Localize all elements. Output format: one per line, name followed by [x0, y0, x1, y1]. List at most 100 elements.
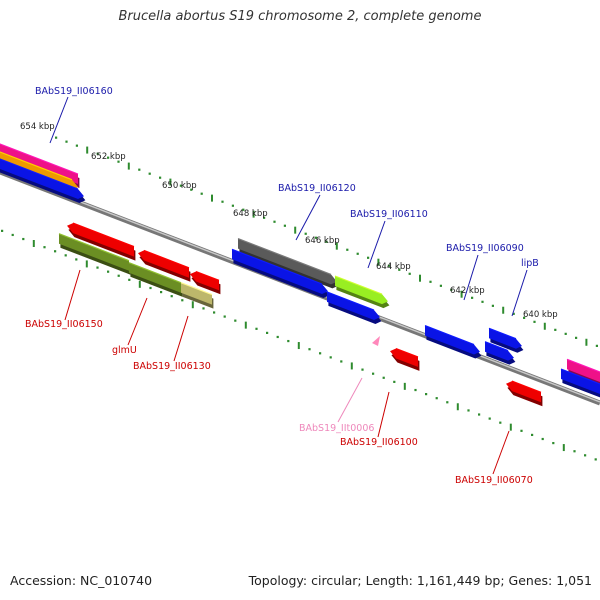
ruler-top-minor-tick — [439, 284, 442, 287]
ruler-top-minor-tick — [283, 224, 286, 227]
map-title: Brucella abortus S19 chromosome 2, compl… — [118, 9, 482, 24]
leader-line — [492, 430, 510, 475]
ruler-bottom-minor-tick — [234, 319, 237, 322]
leader-line — [49, 96, 69, 144]
ruler-bottom-minor-tick — [531, 433, 534, 437]
feature-blue-right — [560, 368, 600, 398]
ruler-label: 650 kbp — [162, 181, 197, 191]
ruler-top-minor-tick — [179, 184, 182, 187]
feature-blue-2 — [326, 291, 382, 324]
feature-gray — [237, 238, 339, 289]
ruler-top-minor-tick — [273, 220, 276, 223]
ruler-bottom-minor-tick — [266, 331, 269, 334]
ruler-top-minor-tick — [408, 272, 411, 275]
ruler-bottom-minor-tick — [478, 413, 481, 416]
ruler-top-minor-tick — [450, 288, 453, 291]
ruler-top-minor-tick — [512, 312, 515, 315]
ruler-top-minor-tick — [55, 136, 58, 139]
ruler-bottom-minor-tick — [223, 315, 226, 318]
gene-label: BAbS19_II06100 — [340, 437, 418, 448]
gene-label: BAbS19_II06090 — [446, 243, 524, 254]
feature-lime — [334, 275, 390, 309]
ruler-top-minor-tick — [481, 300, 484, 303]
ruler-bottom-minor-tick — [96, 266, 99, 269]
feature-blue-4 — [488, 327, 524, 353]
ruler-top-minor-tick — [564, 332, 567, 335]
leader-line — [295, 194, 321, 241]
tick-marks — [1, 136, 598, 461]
ruler-bottom-minor-tick — [213, 311, 216, 314]
leader-line — [511, 269, 528, 317]
ruler-top-minor-tick — [96, 152, 99, 155]
feature-blue-1 — [231, 248, 330, 298]
ruler-top-minor-tick — [523, 316, 526, 319]
feature-khaki — [180, 282, 214, 309]
feature-blue-3 — [424, 325, 482, 359]
ruler-bottom-minor-tick — [552, 441, 555, 445]
ruler-top-minor-tick — [356, 252, 359, 255]
ruler-top-minor-tick — [107, 156, 110, 159]
ruler-top-minor-tick — [398, 268, 401, 271]
ruler-top-minor-tick — [575, 336, 578, 339]
ruler-bottom-minor-tick — [340, 360, 343, 363]
ruler-label: 646 kbp — [305, 236, 340, 246]
ruler-bottom-minor-tick — [54, 250, 57, 253]
ruler-top-minor-tick — [491, 304, 494, 307]
ruler-bottom-minor-tick — [361, 368, 364, 371]
feature-magenta-right — [566, 358, 600, 386]
feature-trna-marker — [372, 336, 380, 346]
ruler-bottom-minor-tick — [329, 356, 332, 359]
ruler-label: 654 kbp — [20, 122, 55, 132]
leader-line — [337, 377, 363, 423]
label-leader-lines — [49, 96, 528, 475]
ruler-label: 652 kbp — [91, 152, 126, 162]
ruler-bottom-minor-tick — [425, 393, 428, 396]
ruler-bottom-minor-tick — [467, 409, 470, 412]
gene-label: BAbS19_II06160 — [35, 86, 113, 97]
ruler-bottom-minor-tick — [393, 380, 396, 383]
ruler-top-minor-tick — [346, 248, 349, 251]
feature-blue-left — [0, 158, 86, 203]
gene-label: BAbS19_II06130 — [133, 361, 211, 372]
leader-line — [377, 391, 390, 438]
ruler-bottom-minor-tick — [488, 417, 491, 420]
feature-olive-1 — [58, 233, 131, 275]
feature-red-3 — [190, 270, 221, 295]
ruler-top-minor-tick — [159, 176, 162, 179]
ruler-top-minor-tick — [117, 160, 120, 163]
gene-label: BAbS19_II06110 — [350, 209, 428, 220]
ruler-bottom-minor-tick — [1, 229, 4, 232]
gene-features — [0, 143, 600, 407]
ruler-bottom-minor-tick — [414, 388, 417, 392]
ruler-bottom-minor-tick — [107, 270, 110, 273]
gene-label: BAbS19_II06150 — [25, 319, 103, 330]
ruler-bottom-minor-tick — [22, 237, 25, 241]
feature-red-5 — [506, 380, 543, 407]
ruler-bottom-minor-tick — [594, 458, 597, 461]
feature-blue-5 — [484, 341, 516, 365]
leader-line — [367, 220, 386, 269]
gene-label: lipB — [521, 258, 539, 269]
ruler-top-minor-tick — [387, 264, 390, 267]
ruler-bottom-minor-tick — [117, 274, 120, 277]
ruler-bottom-minor-tick — [11, 233, 14, 237]
ruler-top-minor-tick — [65, 140, 68, 143]
feature-red-4 — [390, 347, 420, 371]
ruler-bottom-minor-tick — [160, 290, 163, 294]
ruler-bottom-minor-tick — [382, 376, 385, 379]
ruler-top-minor-tick — [304, 232, 307, 235]
ruler-top-minor-tick — [315, 236, 318, 239]
ruler-top-minor-tick — [190, 188, 193, 191]
ruler-top-minor-tick — [263, 216, 266, 219]
gene-labels: BAbS19_II06160BAbS19_II06120BAbS19_II061… — [25, 86, 539, 486]
ruler-bottom-minor-tick — [276, 335, 279, 339]
ruler-top-minor-tick — [554, 328, 557, 331]
ruler-bottom-minor-tick — [149, 286, 152, 290]
ruler-bottom-minor-tick — [128, 278, 131, 281]
ruler-bottom-minor-tick — [64, 254, 67, 257]
ruler-bottom-minor-tick — [499, 421, 502, 424]
feature-red-2 — [138, 249, 191, 282]
ruler-top-minor-tick — [231, 204, 234, 207]
